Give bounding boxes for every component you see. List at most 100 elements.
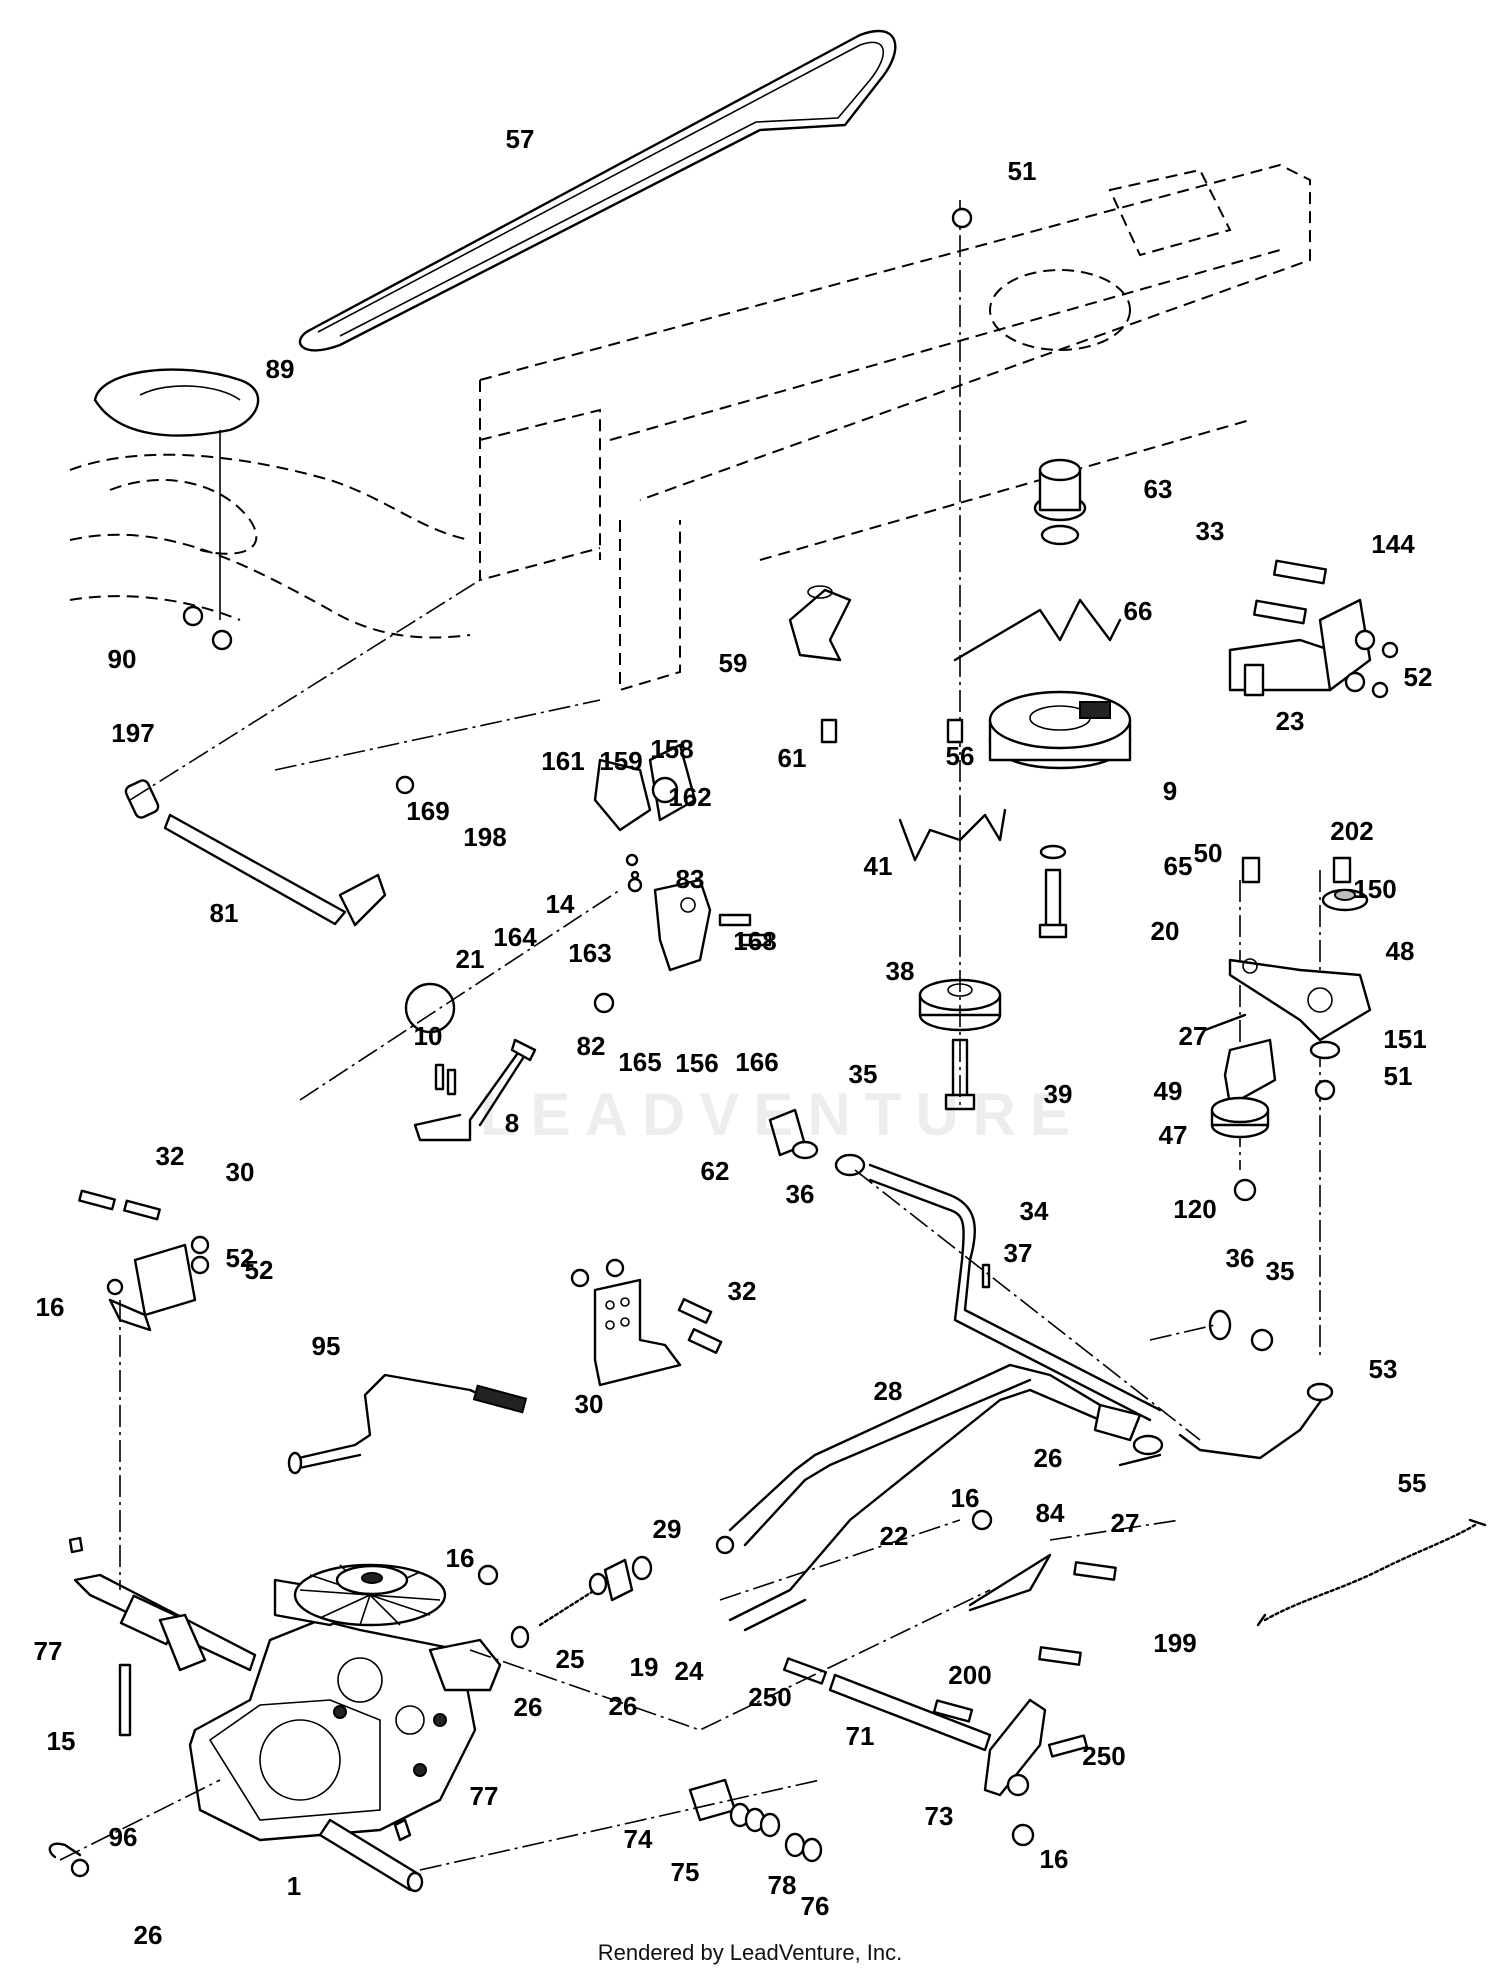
callout-200: 200 bbox=[948, 1660, 991, 1690]
nut-51-right bbox=[1314, 1079, 1336, 1101]
callout-32: 32 bbox=[156, 1141, 185, 1171]
callout-73: 73 bbox=[925, 1801, 954, 1831]
callout-20: 20 bbox=[1151, 916, 1180, 946]
callout-16: 16 bbox=[36, 1292, 65, 1322]
callout-202: 202 bbox=[1330, 816, 1373, 846]
callout-76: 76 bbox=[801, 1891, 830, 1921]
callout-89: 89 bbox=[266, 354, 295, 384]
lever-8 bbox=[404, 982, 615, 1142]
bolt-202 bbox=[1332, 856, 1352, 884]
callout-47: 47 bbox=[1159, 1120, 1188, 1150]
hood-outline bbox=[69, 453, 471, 639]
seat-pad bbox=[93, 368, 260, 620]
callout-62: 62 bbox=[701, 1156, 730, 1186]
callout-169: 169 bbox=[406, 796, 449, 826]
callout-1: 1 bbox=[287, 1871, 301, 1901]
callout-95: 95 bbox=[312, 1331, 341, 1361]
bolt-50 bbox=[1241, 856, 1261, 884]
rod-71 bbox=[782, 1657, 1089, 1847]
callout-16: 16 bbox=[951, 1483, 980, 1513]
callout-90: 90 bbox=[108, 644, 137, 674]
callout-120: 120 bbox=[1173, 1194, 1216, 1224]
callout-37: 37 bbox=[1004, 1238, 1033, 1268]
callout-26: 26 bbox=[514, 1692, 543, 1722]
callout-159: 159 bbox=[599, 746, 642, 776]
transaxle bbox=[48, 1536, 502, 1893]
callout-77: 77 bbox=[34, 1636, 63, 1666]
bracket-23 bbox=[1228, 559, 1399, 699]
callout-52: 52 bbox=[1404, 662, 1433, 692]
callout-52: 52 bbox=[245, 1255, 274, 1285]
callout-52: 52 bbox=[226, 1243, 255, 1273]
idler-47 bbox=[1210, 1096, 1270, 1139]
callout-55: 55 bbox=[1398, 1468, 1427, 1498]
rods-28-22 bbox=[715, 1363, 1164, 1632]
callout-59: 59 bbox=[719, 648, 748, 678]
bracket-30-mid bbox=[570, 1258, 723, 1387]
callout-65: 65 bbox=[1164, 851, 1193, 881]
callout-32: 32 bbox=[728, 1276, 757, 1306]
frame-outline bbox=[479, 163, 1311, 692]
link-84 bbox=[968, 1509, 1117, 1666]
callout-30: 30 bbox=[226, 1157, 255, 1187]
callout-51: 51 bbox=[1008, 156, 1037, 186]
bolt-61 bbox=[820, 718, 838, 744]
callout-14: 14 bbox=[546, 889, 575, 919]
callout-151: 151 bbox=[1383, 1024, 1426, 1054]
callout-49: 49 bbox=[1154, 1076, 1183, 1106]
electric-clutch bbox=[988, 690, 1132, 770]
pivot-bracket bbox=[395, 743, 772, 972]
spacer-150 bbox=[1321, 888, 1369, 912]
callout-30: 30 bbox=[575, 1389, 604, 1419]
callout-15: 15 bbox=[47, 1726, 76, 1756]
callout-8: 8 bbox=[505, 1108, 519, 1138]
callout-50: 50 bbox=[1194, 838, 1223, 868]
callout-164: 164 bbox=[493, 922, 537, 952]
callout-74: 74 bbox=[624, 1824, 653, 1854]
callout-250: 250 bbox=[748, 1682, 791, 1712]
callout-165: 165 bbox=[618, 1047, 661, 1077]
callout-199: 199 bbox=[1153, 1628, 1196, 1658]
callout-25: 25 bbox=[556, 1644, 585, 1674]
callout-24: 24 bbox=[675, 1656, 704, 1686]
lever-95 bbox=[287, 1373, 528, 1475]
callout-41: 41 bbox=[864, 851, 893, 881]
callout-161: 161 bbox=[541, 746, 584, 776]
callout-82: 82 bbox=[577, 1031, 606, 1061]
callout-22: 22 bbox=[880, 1521, 909, 1551]
callout-34: 34 bbox=[1020, 1196, 1049, 1226]
washer-65 bbox=[1039, 844, 1067, 860]
washer-151 bbox=[1309, 1040, 1341, 1060]
footer-credit: Rendered by LeadVenture, Inc. bbox=[597, 1940, 903, 1965]
callout-96: 96 bbox=[109, 1822, 138, 1852]
callout-75: 75 bbox=[671, 1857, 700, 1887]
callout-61: 61 bbox=[778, 743, 807, 773]
shaft-81 bbox=[124, 779, 387, 927]
callout-57: 57 bbox=[506, 124, 535, 154]
callout-39: 39 bbox=[1044, 1079, 1073, 1109]
rod-53 bbox=[1178, 1393, 1327, 1460]
spring-wire bbox=[953, 598, 1122, 662]
callout-36: 36 bbox=[786, 1179, 815, 1209]
spring-25 bbox=[477, 1555, 653, 1649]
shaft-34 bbox=[768, 1108, 1162, 1422]
callout-36: 36 bbox=[1226, 1243, 1255, 1273]
callout-26: 26 bbox=[609, 1691, 638, 1721]
callout-198: 198 bbox=[463, 822, 506, 852]
bracket-48 bbox=[1228, 958, 1372, 1042]
callout-9: 9 bbox=[1163, 776, 1177, 806]
callout-63: 63 bbox=[1144, 474, 1173, 504]
callout-144: 144 bbox=[1371, 529, 1415, 559]
pin-27-top bbox=[1203, 1013, 1247, 1032]
callout-66: 66 bbox=[1124, 596, 1153, 626]
callout-29: 29 bbox=[653, 1514, 682, 1544]
callout-51: 51 bbox=[1384, 1061, 1413, 1091]
callout-250: 250 bbox=[1082, 1741, 1125, 1771]
callout-38: 38 bbox=[886, 956, 915, 986]
callout-197: 197 bbox=[111, 718, 154, 748]
callout-16: 16 bbox=[446, 1543, 475, 1573]
callout-16: 16 bbox=[1040, 1844, 1069, 1874]
bolt-56 bbox=[946, 718, 964, 744]
